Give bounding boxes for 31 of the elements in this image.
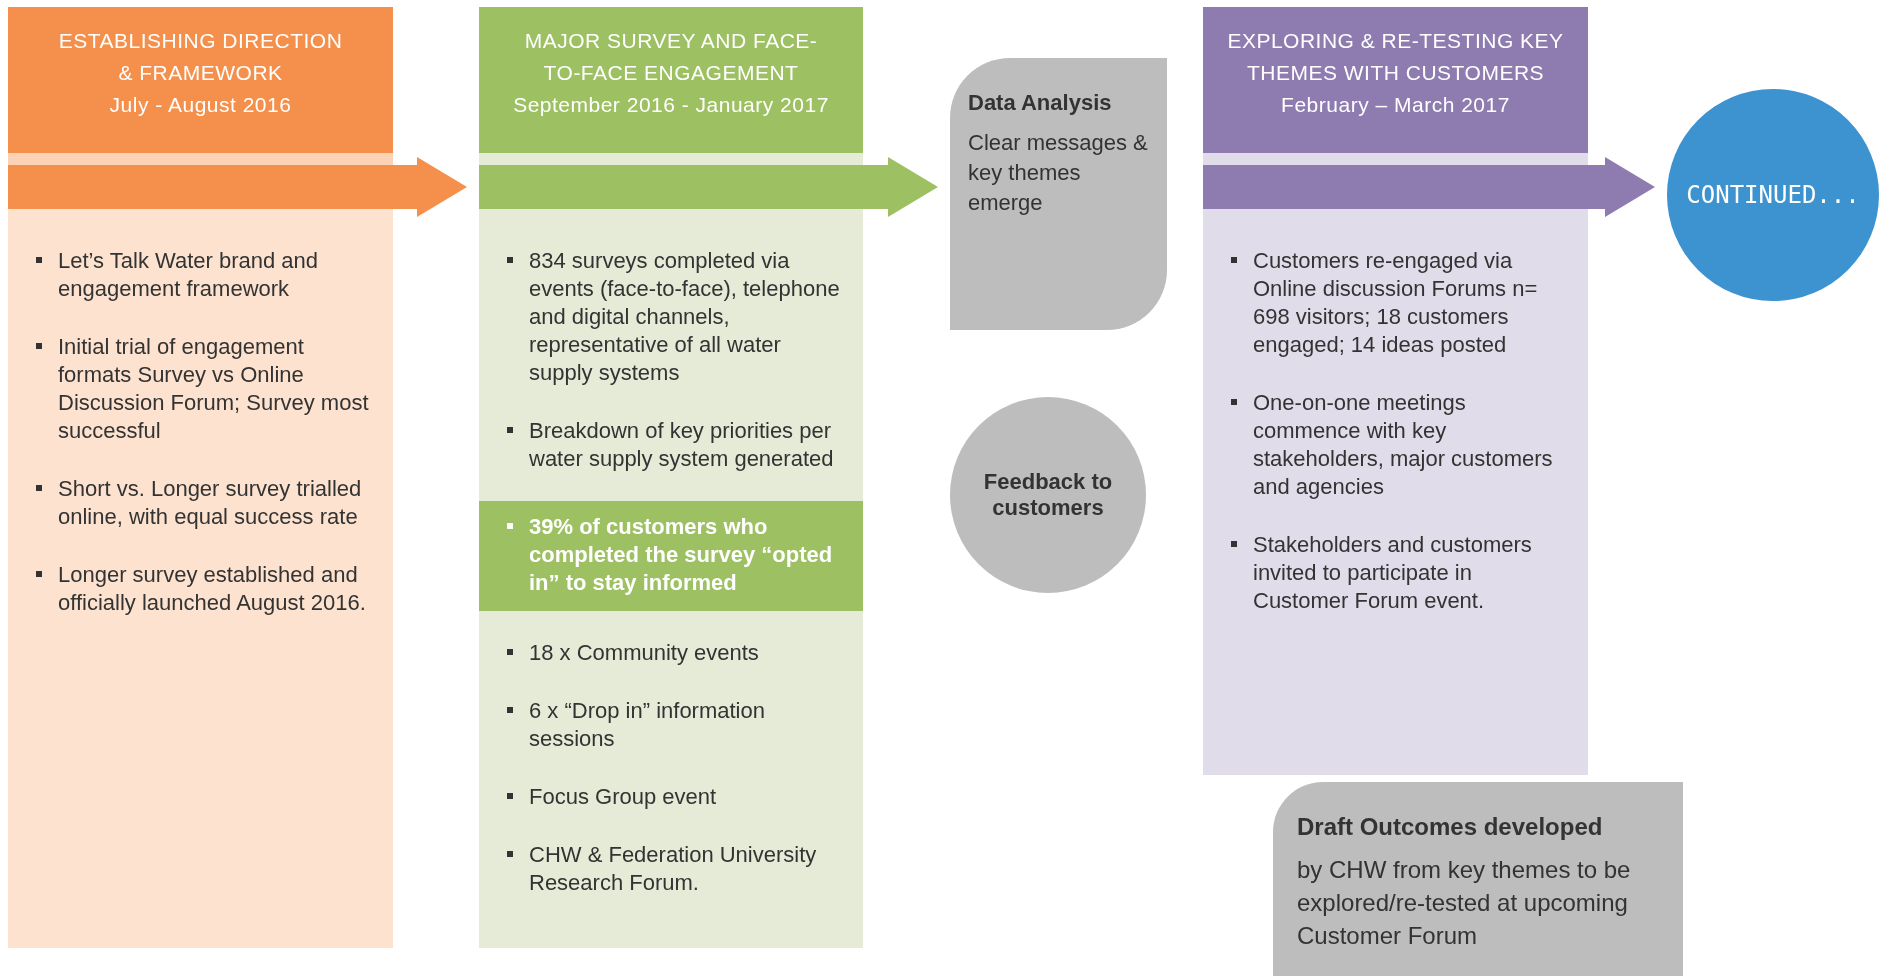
header-text: EXPLORING & RE-TESTING KEY THEMES WITH CUSTOMERS <box>1226 28 1565 86</box>
header-text: February – March 2017 <box>1280 92 1511 118</box>
header-text: MAJOR SURVEY AND FACE-TO-FACE ENGAGEMENT <box>523 28 819 86</box>
arrow <box>479 157 938 217</box>
header-text: September 2016 - January 2017 <box>512 92 830 118</box>
circle-text: Feedback to customers <box>982 469 1114 521</box>
card-text: Clear messages & key themes emerge <box>968 129 1149 217</box>
bullet-text: 6 x “Drop in” information sessions <box>529 697 766 753</box>
arrow <box>8 157 467 217</box>
card-title: Draft Outcomes developed <box>1297 812 1604 842</box>
bullet-text: Focus Group event <box>529 783 718 811</box>
bullet-text: Breakdown of key priorities per water supply system generated <box>529 417 835 473</box>
bullet-text: Let’s Talk Water brand and engagement framework <box>58 247 320 303</box>
arrow <box>1203 157 1655 217</box>
header-text: ESTABLISHING DIRECTION & FRAMEWORK <box>57 28 344 86</box>
bullet-text: 39% of customers who completed the survey “opted in” to stay informed <box>529 513 834 597</box>
bullet-text: 834 surveys completed via events (face-to-face), telephone and digital channels, representative of all water supply systems <box>529 247 841 387</box>
header-text: July - August 2016 <box>108 92 293 118</box>
highlight-band <box>479 501 863 611</box>
bullet-text: Longer survey established and officially launched August 2016. <box>58 561 367 617</box>
bullet-text: 18 x Community events <box>529 639 760 667</box>
bullet-text: Stakeholders and customers invited to participate in Customer Forum event. <box>1253 531 1533 615</box>
bullet-text: Customers re-engaged via Online discussion Forums n= 698 visitors; 18 customers engaged; 14 ideas posted <box>1253 247 1539 359</box>
bullet-text: Initial trial of engagement formats Survey vs Online Discussion Forum; Survey most successful <box>58 333 370 445</box>
info-card <box>950 58 1167 330</box>
card-title: Data Analysis <box>968 89 1113 117</box>
bullet-text: One-on-one meetings commence with key stakeholders, major customers and agencies <box>1253 389 1554 501</box>
bullet-text: Short vs. Longer survey trialled online, with equal success rate <box>58 475 363 531</box>
card-text: by CHW from key themes to be explored/re-tested at upcoming Customer Forum <box>1297 855 1632 951</box>
bullet-text: CHW & Federation University Research Forum. <box>529 841 818 897</box>
circle-text: CONTINUED... <box>1686 181 1860 209</box>
